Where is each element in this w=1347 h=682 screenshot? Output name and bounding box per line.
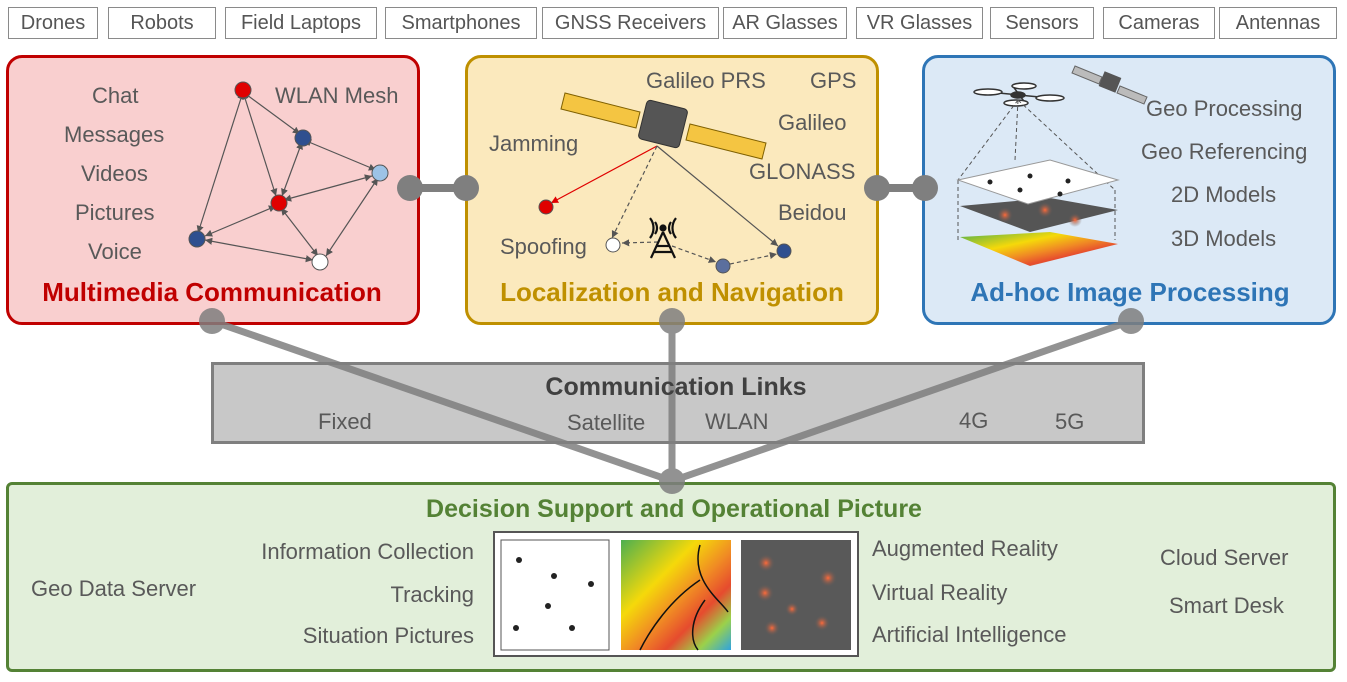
links-title: Communication Links xyxy=(545,373,807,401)
galileo-prs-label: Galileo PRS xyxy=(646,68,766,93)
device-tag: Robots xyxy=(108,7,216,39)
decision-title: Decision Support and Operational Picture xyxy=(426,495,922,523)
device-tag: GNSS Receivers xyxy=(542,7,719,39)
multimedia-item: Chat xyxy=(92,83,139,108)
decision-item: Virtual Reality xyxy=(872,580,1008,605)
device-tag: AR Glasses xyxy=(723,7,847,39)
decision-item: Tracking xyxy=(390,582,474,607)
operational-picture-images xyxy=(493,531,859,657)
galileo-label: Galileo xyxy=(778,110,847,135)
glonass-label: GLONASS xyxy=(749,159,856,184)
decision-item: Cloud Server xyxy=(1160,545,1289,570)
spoofing-label: Spoofing xyxy=(500,234,587,259)
beidou-label: Beidou xyxy=(778,200,847,225)
decision-item: Smart Desk xyxy=(1169,593,1284,618)
localization-title: Localization and Navigation xyxy=(500,277,844,307)
link-item: 4G xyxy=(959,408,989,433)
imaging-item: 2D Models xyxy=(1171,182,1277,207)
device-tag: Sensors xyxy=(990,7,1094,39)
mesh-network xyxy=(188,81,389,271)
multimedia-item: Videos xyxy=(81,161,148,186)
link-item: WLAN xyxy=(705,409,769,434)
imaging-item: Geo Referencing xyxy=(1141,139,1308,164)
multimedia-item: Pictures xyxy=(75,200,155,225)
link-item: Satellite xyxy=(567,410,646,435)
device-tag: Smartphones xyxy=(385,7,537,39)
device-tag: Drones xyxy=(8,7,98,39)
drone-icon xyxy=(973,82,1065,107)
panel-connector xyxy=(397,175,479,201)
image-layers xyxy=(956,159,1120,266)
decision-item: Augmented Reality xyxy=(872,536,1058,561)
imaging-title: Ad-hoc Image Processing xyxy=(970,277,1290,307)
wlan-mesh-label: WLAN Mesh xyxy=(275,83,399,108)
projection-lines xyxy=(957,99,1116,240)
multimedia-item: Voice xyxy=(88,239,142,264)
decision-item: Artificial Intelligence xyxy=(872,622,1067,647)
panel-connector xyxy=(864,175,938,201)
imaging-item: 3D Models xyxy=(1171,226,1277,251)
device-tag: Cameras xyxy=(1103,7,1215,39)
navigation-signals xyxy=(538,145,792,274)
multimedia-title: Multimedia Communication xyxy=(42,277,382,307)
hub-lines xyxy=(199,308,1144,494)
satellite-small-icon xyxy=(1071,65,1148,105)
decision-item: Information Collection xyxy=(261,539,474,564)
jamming-label: Jamming xyxy=(489,131,579,156)
link-item: Fixed xyxy=(318,409,372,434)
device-tag: Antennas xyxy=(1219,7,1337,39)
imaging-item: Geo Processing xyxy=(1146,96,1303,121)
device-tag: VR Glasses xyxy=(856,7,983,39)
decision-item: Situation Pictures xyxy=(302,623,474,648)
antenna-tower-icon xyxy=(649,217,677,259)
device-tag: Field Laptops xyxy=(225,7,377,39)
multimedia-item: Messages xyxy=(64,122,165,147)
link-item: 5G xyxy=(1055,409,1085,434)
satellite-icon xyxy=(560,92,767,160)
device-tag-row: Drones Robots Field Laptops Smartphones … xyxy=(0,0,1347,44)
gps-label: GPS xyxy=(810,68,857,93)
geo-data-server-label: Geo Data Server xyxy=(31,576,197,601)
